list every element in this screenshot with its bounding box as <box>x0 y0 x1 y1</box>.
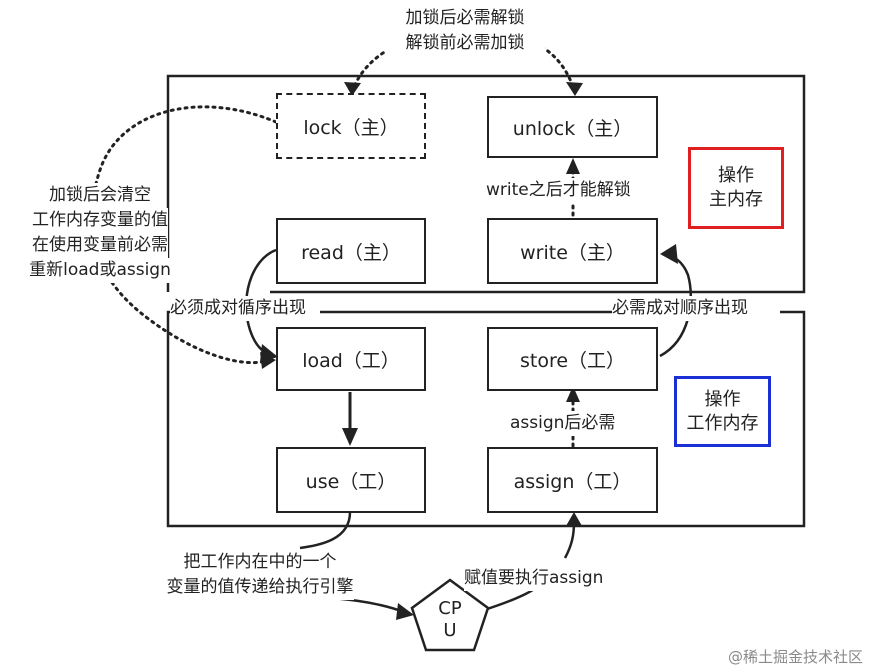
work-memory-tag: 操作 工作内存 <box>674 376 771 447</box>
load-node: load（工） <box>276 327 426 391</box>
assign-node: assign（工） <box>487 447 658 513</box>
read-node: read（主） <box>276 218 426 284</box>
left-note-line-3: 在使用变量前必需 <box>32 233 168 258</box>
order-right-note: 必需成对顺序出现 <box>612 296 748 321</box>
use-cpu-curve <box>299 511 352 550</box>
write-node-label: write（主） <box>520 241 625 264</box>
main-memory-tag: 操作 主内存 <box>688 147 784 229</box>
lock-arrowhead <box>344 82 361 96</box>
store-node-label: store（工） <box>519 349 626 372</box>
top-note-line-2: 解锁前必需加锁 <box>405 33 525 53</box>
main-memory-tag-line-1: 操作 <box>718 165 754 186</box>
use-node: use（工） <box>276 447 426 513</box>
assign-node-label: assign（工） <box>513 470 632 493</box>
left-note: 加锁后会清空 工作内存变量的值 在使用变量前必需 重新load或assign <box>14 183 186 283</box>
write-node: write（主） <box>487 218 658 284</box>
use-node-label: use（工） <box>305 470 397 493</box>
left-note-line-2: 工作内存变量的值 <box>32 208 168 233</box>
use-cpu-lower-curve <box>329 596 405 614</box>
write-unlock-arrowhead <box>566 158 580 174</box>
load-node-label: load（工） <box>302 349 400 372</box>
assign-store-arrowhead <box>566 386 580 402</box>
use-cpu-note: 把工作内在中的一个 变量的值传递给执行引擎 <box>150 550 370 600</box>
main-memory-frame <box>166 74 806 294</box>
top-note: 加锁后必需解锁 解锁前必需加锁 <box>385 6 545 56</box>
work-memory-tag-line-2: 工作内存 <box>686 412 759 434</box>
watermark: @稀土掘金技术社区 <box>728 648 864 666</box>
use-cpu-note-line-1: 把工作内在中的一个 <box>183 550 337 575</box>
cpu-label-line-2: U <box>443 620 457 641</box>
lock-node-label: lock（主） <box>303 116 399 139</box>
cpu-assign-upper-curve <box>563 521 576 559</box>
cpu-label-line-1: CP <box>438 598 462 619</box>
load-use-arrowhead <box>342 428 358 446</box>
assign-store-note: assign后必需 <box>510 411 616 436</box>
left-note-line-4: 重新load或assign <box>29 258 171 283</box>
read-load-arrowhead <box>260 344 278 362</box>
unlock-node-label: unlock（主） <box>512 117 633 140</box>
order-left-note: 必须成对循序出现 <box>170 296 306 321</box>
top-note-line-1: 加锁后必需解锁 <box>405 8 525 28</box>
unlock-arrowhead <box>566 82 583 96</box>
read-node-label: read（主） <box>301 241 401 264</box>
work-memory-frame-outer <box>166 310 806 528</box>
store-write-arrowhead <box>660 244 678 264</box>
cpu-label: CP U <box>425 598 475 642</box>
cpu-pentagon <box>410 578 490 652</box>
use-cpu-note-line-2: 变量的值传递给执行引擎 <box>166 575 354 600</box>
cpu-assign-note: 赋值要执行assign <box>464 566 604 591</box>
write-unlock-note: write之后才能解锁 <box>486 178 631 203</box>
assign-arrowhead <box>566 512 582 526</box>
lock-node: lock（主） <box>276 93 426 159</box>
store-node: store（工） <box>487 327 658 391</box>
main-memory-tag-line-2: 主内存 <box>709 189 763 210</box>
cpu-arrowhead <box>396 603 414 620</box>
unlock-node: unlock（主） <box>487 96 658 158</box>
left-note-line-1: 加锁后会清空 <box>49 183 151 208</box>
work-memory-tag-line-1: 操作 <box>704 388 741 410</box>
